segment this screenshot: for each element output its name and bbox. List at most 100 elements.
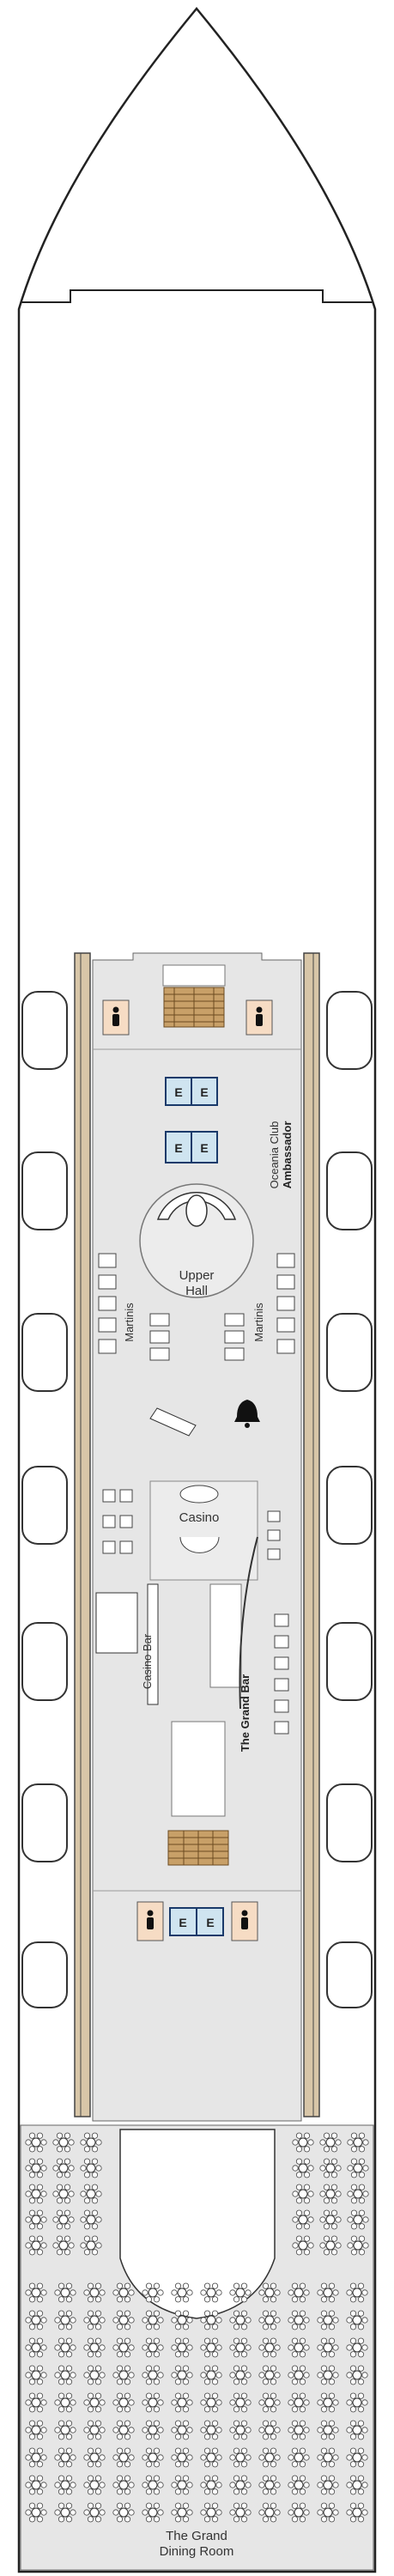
dining-table (25, 2337, 47, 2358)
grand-bar-area (209, 1583, 242, 1688)
dining-table (288, 2337, 310, 2358)
restroom-icon (241, 1910, 248, 1929)
dining-table (142, 2447, 164, 2468)
dining-table (258, 2420, 281, 2440)
dining-table (112, 2310, 135, 2330)
dining-table (112, 2447, 135, 2468)
dining-table (80, 2235, 102, 2256)
dining-table (142, 2282, 164, 2303)
dining-table (200, 2502, 222, 2523)
dining-table (112, 2337, 135, 2358)
dining-table (25, 2209, 47, 2230)
dining-table (258, 2365, 281, 2385)
dining-table (229, 2365, 252, 2385)
dining-table (200, 2447, 222, 2468)
dining-table (292, 2209, 314, 2230)
dining-table (171, 2337, 193, 2358)
dining-table (229, 2282, 252, 2303)
dining-tables (25, 2132, 369, 2523)
ambassador-label: Ambassador (281, 1121, 294, 1189)
dining-table (54, 2447, 76, 2468)
dining-table (25, 2282, 47, 2303)
dining-table (347, 2209, 369, 2230)
dining-table (258, 2475, 281, 2495)
dining-table (112, 2282, 135, 2303)
dining-table (52, 2184, 75, 2204)
casino-label: Casino (179, 1510, 220, 1525)
dining-table (52, 2235, 75, 2256)
dining-table (142, 2392, 164, 2413)
dining-table (317, 2310, 339, 2330)
dining-table (346, 2502, 368, 2523)
dining-table (171, 2502, 193, 2523)
dining-room-center-well (119, 2129, 276, 2319)
dining-table (229, 2392, 252, 2413)
dining-table (54, 2420, 76, 2440)
elevator-label: E (200, 1085, 208, 1099)
dining-table (83, 2502, 106, 2523)
dining-table (229, 2502, 252, 2523)
bell-icon (234, 1400, 260, 1428)
dining-table (25, 2132, 47, 2153)
dining-table (112, 2475, 135, 2495)
elevator-bank-aft: E E (169, 1907, 224, 1936)
dining-table (317, 2447, 339, 2468)
grand-staircase (156, 1192, 237, 1220)
dining-room-label-2: Dining Room (160, 2544, 234, 2559)
dining-table (80, 2184, 102, 2204)
dining-table (80, 2209, 102, 2230)
dining-table (346, 2310, 368, 2330)
promenade-rails (74, 952, 320, 2117)
dining-table (346, 2282, 368, 2303)
piano (149, 1407, 197, 1437)
dining-table (347, 2184, 369, 2204)
dining-table (258, 2447, 281, 2468)
martinis-label-stbd: Martinis (252, 1303, 265, 1342)
dining-table (258, 2310, 281, 2330)
dining-table (112, 2392, 135, 2413)
dining-table (200, 2420, 222, 2440)
dining-table (171, 2420, 193, 2440)
dining-table (229, 2310, 252, 2330)
dining-table (171, 2365, 193, 2385)
dining-table (288, 2475, 310, 2495)
dining-table (229, 2447, 252, 2468)
dining-table (112, 2420, 135, 2440)
restroom-icon (256, 1006, 263, 1026)
slot-machines (102, 1489, 281, 1560)
restroom-icon (147, 1910, 154, 1929)
dining-table (83, 2392, 106, 2413)
dining-table (292, 2158, 314, 2178)
dining-table (292, 2132, 314, 2153)
dining-table (171, 2282, 193, 2303)
dining-table (54, 2282, 76, 2303)
dining-table (288, 2392, 310, 2413)
grand-dining-room (20, 2124, 374, 2571)
dining-table (80, 2132, 102, 2153)
dining-table (54, 2310, 76, 2330)
elevator-bank-forward-2: E E (165, 1131, 218, 1163)
lifeboats-starboard (326, 991, 373, 2008)
dining-table (317, 2502, 339, 2523)
dining-table (171, 2475, 193, 2495)
dining-table (200, 2310, 222, 2330)
dining-table (346, 2447, 368, 2468)
dining-room-label-1: The Grand (166, 2529, 227, 2543)
dining-table (142, 2365, 164, 2385)
dining-table (52, 2209, 75, 2230)
dining-table (142, 2502, 164, 2523)
dining-table (292, 2184, 314, 2204)
dining-table (288, 2365, 310, 2385)
dining-table (83, 2365, 106, 2385)
dining-table (25, 2392, 47, 2413)
dining-table (142, 2310, 164, 2330)
dining-table (346, 2392, 368, 2413)
dining-table (292, 2235, 314, 2256)
dining-table (80, 2158, 102, 2178)
dining-table (52, 2158, 75, 2178)
upper-hall-label-2: Hall (185, 1284, 208, 1298)
dining-table (288, 2502, 310, 2523)
dining-table (83, 2310, 106, 2330)
dining-table (317, 2420, 339, 2440)
